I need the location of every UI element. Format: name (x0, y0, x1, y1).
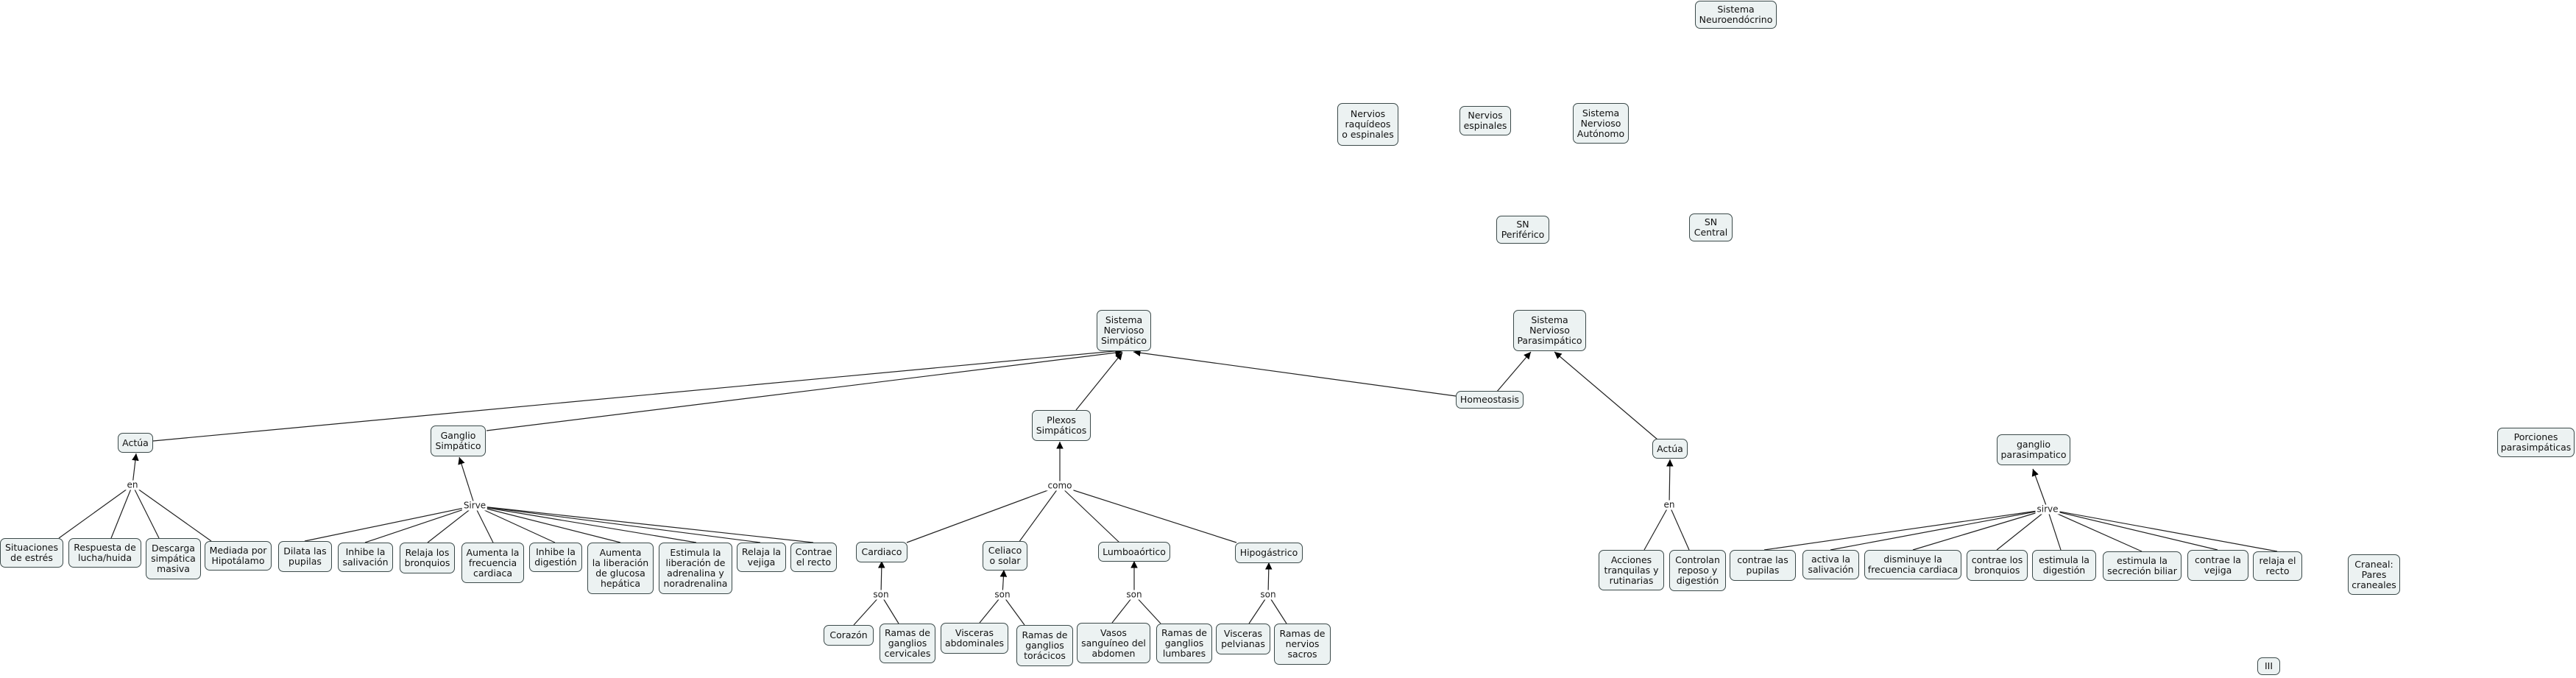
node-actua[interactable]: Actúa (1652, 439, 1688, 459)
node-ganglio-simpatico[interactable]: Ganglio Simpático (431, 425, 486, 456)
node-visceras-abdominales[interactable]: Visceras abdominales (941, 623, 1008, 654)
node-inhibe-la-salivacion[interactable]: Inhibe la salivación (338, 543, 393, 572)
node-actua[interactable]: Actúa (118, 433, 153, 453)
node-lumboaortico[interactable]: Lumboaórtico (1098, 542, 1170, 562)
node-vasos-sanguineos-abdomen[interactable]: Vasos sanguíneo del abdomen (1077, 623, 1150, 663)
node-sistema-neuroendocrino[interactable]: Sistema Neuroendócrino (1695, 1, 1777, 29)
node-relaja-el-recto[interactable]: relaja el recto (2253, 551, 2302, 581)
node-estimula-la-digestion[interactable]: estimula la digestión (2032, 550, 2096, 581)
node-nervios-espinales[interactable]: Nervios espinales (1459, 106, 1511, 135)
node-sistema-nervioso-autonomo[interactable]: Sistema Nervioso Autónomo (1573, 103, 1629, 144)
node-acciones-tranquilas-rutinarias[interactable]: Acciones tranquilas y rutinarias (1599, 550, 1664, 590)
node-hipogastrico[interactable]: Hipogástrico (1235, 543, 1303, 563)
link-label-sirve: Sirve (461, 500, 488, 511)
node-ganglio-parasimpatico[interactable]: ganglio parasimpatico (1997, 434, 2070, 465)
node-respuesta-lucha-huida[interactable]: Respuesta de lucha/huida (68, 538, 141, 568)
link-label-en: en (125, 479, 140, 490)
link-label-sirve: sirve (2035, 504, 2060, 515)
link-label-son: son (871, 589, 891, 600)
node-ramas-ganglios-lumbares[interactable]: Ramas de ganglios lumbares (1156, 624, 1212, 663)
node-dilata-las-pupilas[interactable]: Dilata las pupilas (278, 541, 332, 572)
node-situaciones-de-estres[interactable]: Situaciones de estrés (0, 538, 63, 568)
node-homeostasis[interactable]: Homeostasis (1456, 391, 1524, 409)
node-celiaco-o-solar[interactable]: Celiaco o solar (983, 541, 1027, 571)
link-label-son: son (993, 589, 1012, 600)
node-ramas-nervios-sacros[interactable]: Ramas de nervios sacros (1274, 624, 1331, 665)
link-label-son: son (1125, 589, 1144, 600)
node-relaja-los-bronquios[interactable]: Relaja los bronquios (400, 543, 455, 573)
node-visceras-pelvianas[interactable]: Visceras pelvianas (1216, 624, 1270, 654)
node-sn-periferico[interactable]: SN Periférico (1496, 216, 1549, 244)
node-cardiaco[interactable]: Cardiaco (856, 542, 907, 562)
link-label-son: son (1259, 589, 1278, 600)
node-sn-central[interactable]: SN Central (1689, 213, 1733, 241)
node-controlan-reposo-digestion[interactable]: Controlan reposo y digestión (1669, 550, 1726, 591)
node-relaja-la-vejiga[interactable]: Relaja la vejiga (737, 543, 786, 572)
node-sistema-nervioso-simpatico[interactable]: Sistema Nervioso Simpático (1097, 310, 1151, 351)
node-aumenta-la-frecuencia-cardiaca[interactable]: Aumenta la frecuencia cardiaca (461, 543, 524, 583)
node-sistema-nervioso-parasimpatico[interactable]: Sistema Nervioso Parasimpático (1513, 310, 1586, 351)
node-contrae-el-recto[interactable]: Contrae el recto (790, 543, 837, 572)
node-disminuye-frecuencia-cardiaca[interactable]: disminuye la frecuencia cardiaca (1864, 550, 1961, 579)
node-plexos-simpaticos[interactable]: Plexos Simpáticos (1032, 410, 1091, 441)
node-porciones-parasimpaticas[interactable]: Porciones parasimpáticas (2497, 428, 2575, 457)
node-iii[interactable]: III (2257, 657, 2280, 675)
node-craneal-pares-craneales[interactable]: Craneal: Pares craneales (2348, 554, 2400, 595)
node-corazon[interactable]: Corazón (824, 625, 874, 646)
node-contrae-la-vejiga[interactable]: contrae la vejiga (2187, 550, 2248, 581)
node-aumenta-liberacion-glucosa[interactable]: Aumenta la liberación de glucosa hepátic… (587, 543, 654, 594)
node-inhibe-la-digestion[interactable]: Inhibe la digestión (529, 543, 582, 572)
node-mediada-por-hipotalamo[interactable]: Mediada por Hipotálamo (205, 541, 272, 571)
node-ramas-ganglios-cervicales[interactable]: Ramas de ganglios cervicales (880, 624, 935, 663)
node-contrae-los-bronquios[interactable]: contrae los bronquios (1967, 550, 2028, 581)
node-activa-la-salivacion[interactable]: activa la salivación (1802, 550, 1859, 579)
node-nervios-raquideos[interactable]: Nervios raquídeos o espinales (1337, 103, 1398, 146)
node-contrae-las-pupilas[interactable]: contrae las pupilas (1730, 550, 1796, 581)
link-label-en: en (1662, 499, 1677, 510)
node-estimula-adrenalina[interactable]: Estimula la liberación de adrenalina y n… (659, 543, 732, 594)
node-estimula-secrecion-biliar[interactable]: estimula la secreción biliar (2103, 551, 2182, 581)
link-label-como: como (1046, 480, 1074, 491)
node-ramas-ganglios-toracicos[interactable]: Ramas de ganglios torácicos (1016, 625, 1073, 666)
node-descarga-simpatica-masiva[interactable]: Descarga simpática masiva (146, 538, 201, 579)
